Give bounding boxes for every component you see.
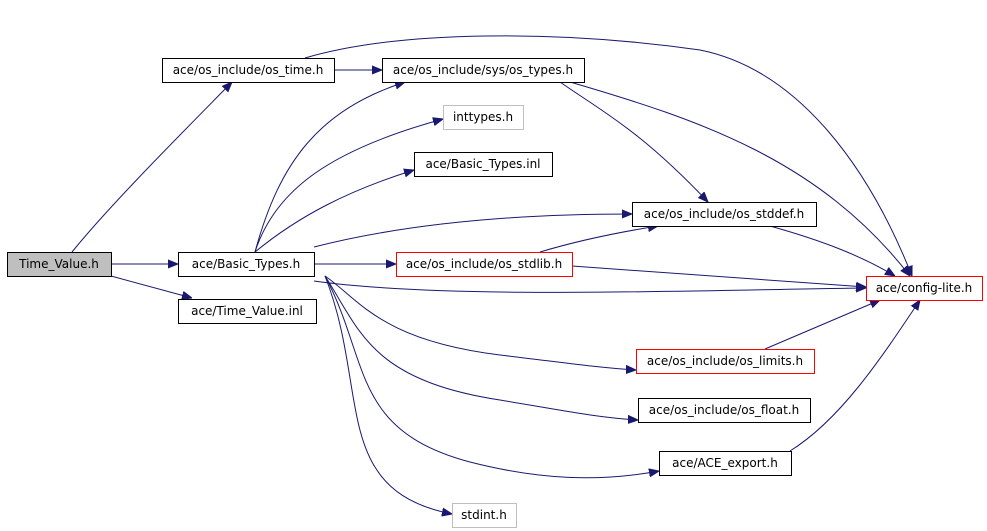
edge-basic_types-to-config_lite — [313, 280, 866, 293]
edges-layer — [71, 35, 920, 514]
node-box — [659, 451, 792, 476]
edge-os_stdlib-to-config_lite — [571, 265, 866, 287]
edge-basic_types-to-stdint — [324, 275, 452, 514]
edge-basic_types-to-basic_types_inl — [254, 170, 414, 253]
edge-os_time-to-config_lite — [304, 35, 912, 276]
node-label: stdint.h — [461, 508, 507, 522]
edge-basic_types-to-os_float — [324, 275, 638, 420]
node-box — [636, 349, 815, 374]
node-label: ace/Time_Value.inl — [191, 304, 303, 318]
node-os-time[interactable]: ace/os_include/os_time.h — [162, 58, 335, 83]
edge-basic_types-to-os_limits — [324, 275, 636, 370]
edge-time_value-to-os_time — [71, 82, 232, 253]
node-sys-types[interactable]: ace/os_include/sys/os_types.h — [382, 58, 585, 83]
node-label: ace/os_include/os_stddef.h — [644, 207, 804, 221]
node-os-stddef[interactable]: ace/os_include/os_stddef.h — [632, 202, 817, 227]
node-ace-export[interactable]: ace/ACE_export.h — [659, 451, 792, 476]
edge-basic_types-to-sys_types — [254, 82, 405, 253]
edge-sys_types-to-config_lite — [569, 81, 910, 276]
node-stdint[interactable]: stdint.h — [452, 503, 517, 528]
node-box — [443, 105, 524, 130]
edge-os_stdlib-to-os_stddef — [539, 226, 658, 253]
node-label: ace/os_include/os_time.h — [173, 63, 324, 77]
node-label: ace/config-lite.h — [876, 281, 973, 295]
node-time-value[interactable]: Time_Value.h — [7, 252, 112, 277]
node-box — [162, 58, 335, 83]
node-box — [866, 276, 983, 301]
node-box — [178, 299, 317, 324]
node-label: Time_Value.h — [18, 257, 99, 271]
node-label: ace/Basic_Types.h — [192, 257, 300, 271]
node-label: ace/os_include/os_float.h — [649, 403, 799, 417]
node-label: ace/ACE_export.h — [672, 456, 778, 470]
edge-basic_types-to-inttypes — [254, 119, 443, 253]
edge-basic_types-to-ace_export — [324, 275, 659, 479]
node-basic-types-inl[interactable]: ace/Basic_Types.inl — [414, 152, 553, 177]
node-basic-types[interactable]: ace/Basic_Types.h — [178, 252, 315, 277]
edge-os_stddef-to-config_lite — [769, 225, 895, 276]
node-label: ace/os_include/sys/os_types.h — [393, 63, 573, 77]
node-box — [7, 252, 112, 277]
edge-time_value-to-time_value_inl — [110, 275, 192, 298]
edge-os_limits-to-config_lite — [764, 300, 880, 350]
node-label: inttypes.h — [453, 110, 513, 124]
nodes-layer: Time_Value.h ace/os_include/os_time.h ace/… — [7, 58, 983, 528]
node-box — [632, 202, 817, 227]
node-os-float[interactable]: ace/os_include/os_float.h — [638, 398, 811, 423]
node-config-lite[interactable]: ace/config-lite.h — [866, 276, 983, 301]
node-os-stdlib[interactable]: ace/os_include/os_stdlib.h — [396, 252, 573, 277]
node-label: ace/Basic_Types.inl — [425, 157, 540, 171]
node-os-limits[interactable]: ace/os_include/os_limits.h — [636, 349, 815, 374]
node-box — [414, 152, 553, 177]
node-box — [396, 252, 573, 277]
node-inttypes[interactable]: inttypes.h — [443, 105, 524, 130]
node-label: ace/os_include/os_limits.h — [647, 354, 803, 368]
edge-basic_types-to-os_stddef — [313, 214, 632, 248]
node-box — [382, 58, 585, 83]
node-box — [638, 398, 811, 423]
edge-ace_export-to-config_lite — [789, 300, 920, 452]
node-label: ace/os_include/os_stdlib.h — [406, 257, 562, 271]
node-box — [178, 252, 315, 277]
node-time-value-inl[interactable]: ace/Time_Value.inl — [178, 299, 317, 324]
edge-sys_types-to-os_stddef — [559, 81, 708, 202]
node-box — [452, 503, 517, 528]
